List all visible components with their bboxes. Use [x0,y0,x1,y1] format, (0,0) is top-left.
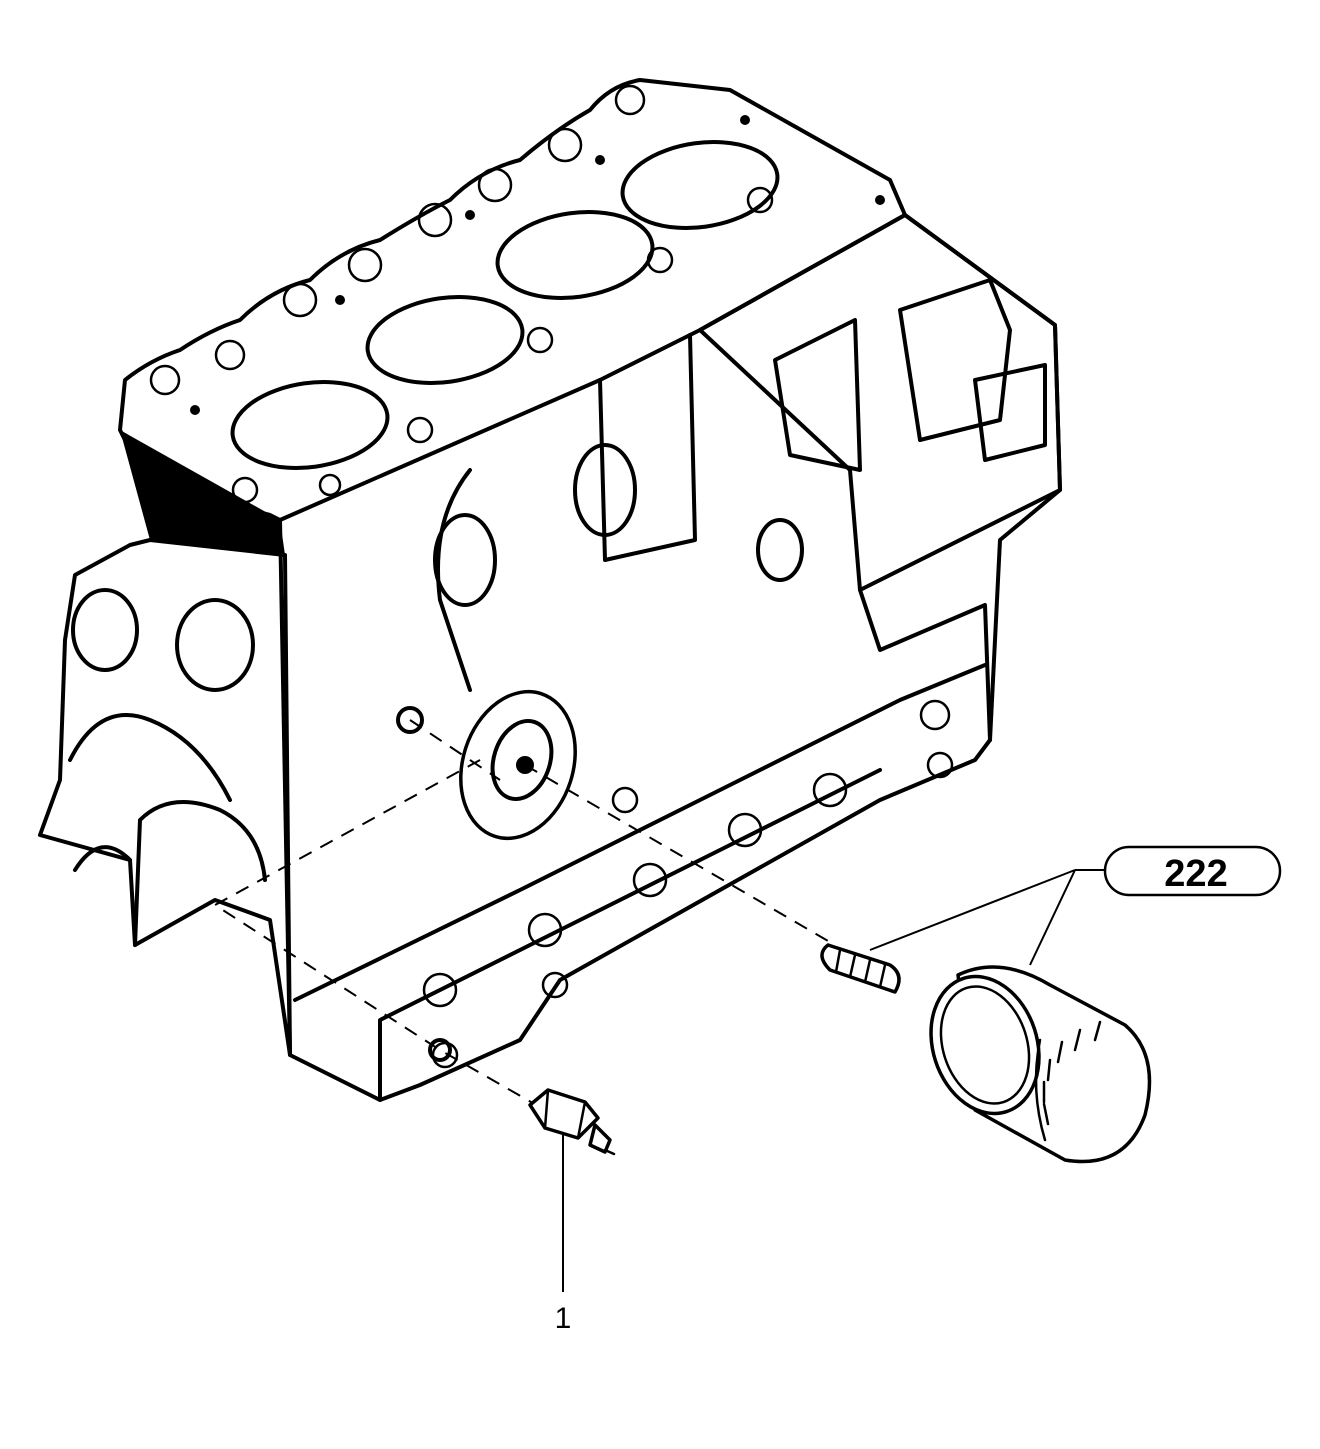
oil-pressure-sender [528,1088,616,1156]
cylinder-bore-1 [230,380,390,470]
callout-222-leader-stud [869,869,1076,951]
front-end-arch [133,800,267,947]
block-rear-face [698,213,1062,592]
cylinder-bore-4 [620,140,780,230]
callout-222-box [1103,845,1282,897]
block-rear-cutout-2 [898,278,1012,442]
oil-filter [929,965,1152,1164]
block-rear-boss [756,518,804,582]
callout-222-label: 222 [1164,853,1227,895]
block-left-face [120,430,285,555]
callout-222-leader-filter [1029,869,1076,966]
block-rear-cutout-1 [773,318,862,472]
front-end-bore-1 [71,588,139,672]
sensor-port-lower [428,1038,452,1062]
callout-1-label: 1 [555,1302,572,1335]
deck-holes [149,84,774,504]
cylinder-bore-3 [495,210,655,300]
block-side-face [278,213,907,522]
filter-stud [820,943,901,994]
block-side-rib-2 [598,333,697,562]
deck-dots [190,115,885,415]
callout-1: 1 [555,1135,572,1335]
block-front-end [38,538,292,1057]
assembly-lines [213,719,836,1111]
sensor-port [396,706,424,734]
cylinder-bore-2 [365,295,525,385]
block-rear-cutout-3 [973,363,1047,462]
block-side-rib-1 [436,468,472,692]
crankcase-bolt-bosses [422,699,954,1069]
crankcase-rail [293,663,987,1002]
front-end-bore-2 [175,598,255,692]
block-skirt-rear [858,588,992,742]
block-top-deck [118,78,1062,1102]
engine-block [38,78,1062,1102]
block-side-port-1 [433,513,497,607]
front-end-detail [68,713,232,872]
filter-mount-seat [490,718,554,802]
block-side-port-2 [573,443,637,537]
callout-222: 222 [869,845,1282,966]
